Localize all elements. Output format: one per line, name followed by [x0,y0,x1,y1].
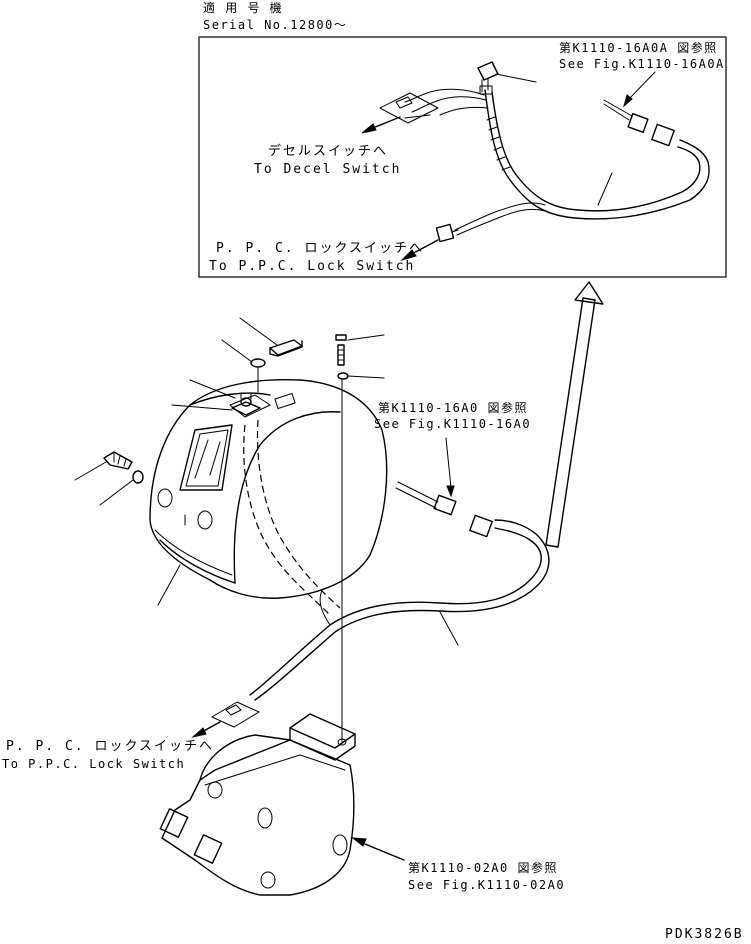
main-wiring-harness [249,519,550,701]
main-reference-1-arrowhead [446,485,455,498]
inset-ref-leader [627,71,656,101]
inset-reference-jp: 第K1110-16A0A 図参照 [559,40,718,55]
hidden-wiring-a [243,424,331,616]
decel-switch-label-jp: デセルスイッチへ [268,143,388,159]
main-ppc-arrowhead [191,727,207,738]
inset-reference-en: See Fig.K1110-16A0A [559,57,725,71]
main-reference-1-jp: 第K1110-16A0 図参照 [378,400,528,415]
main-reference-2-leader [359,841,405,861]
inset-ppc-connector [435,223,459,243]
inset-decel-wire-end [404,114,431,119]
main-ppc-label-jp: P. P. C. ロックスイッチへ [6,739,214,754]
switch-plate-leader [171,404,233,411]
washer-left [132,470,144,484]
inset-harness-leader [597,172,613,206]
washer-left-leader [99,479,134,506]
control-housing [159,734,355,896]
inset-right-connectors [603,99,675,147]
inset-decel-arrowhead [361,123,377,134]
main-reference-2-en: See Fig.K1110-02A0 [408,878,565,892]
mounting-bracket [289,713,356,761]
main-ppc-connector [211,701,260,728]
knob-leader [239,317,278,346]
console-leader [157,564,181,606]
main-reference-1-leader [445,437,452,489]
inset-detail-view: 第K1110-16A0A 図参照 See Fig.K1110-16A0A [198,36,727,278]
serial-number-label: Serial No.12800～ [203,18,347,32]
switch-knob [269,339,303,357]
switch-body [231,392,261,416]
main-reference-2-arrowhead [351,837,367,847]
main-ppc-label-en: To P.P.C. Lock Switch [2,757,185,771]
inset-ppc-label-en: To P.P.C. Lock Switch [209,259,415,274]
switch-leader [189,379,236,399]
inset-ppc-arrowhead [400,249,417,262]
inset-ppc-label-jp: P. P. C. ロックスイッチへ [216,241,424,256]
bolt-top [335,334,347,366]
main-right-connectors [395,481,493,538]
grommet [250,358,266,393]
grommet-leader [221,339,253,363]
inset-ref-arrowhead [623,94,633,108]
inset-decel-flag-connector [379,92,439,124]
inset-harness-connector [477,61,499,95]
main-reference-2-jp: 第K1110-02A0 図参照 [408,860,558,875]
bolt-left-leader [74,461,107,481]
detail-view-arrow [545,281,604,548]
inset-frame [198,36,727,278]
washer-top [337,372,349,380]
inset-wiring-harness [404,88,710,236]
hidden-wiring-b [256,419,341,609]
drawing-id: PDK3826B [665,927,744,942]
bolt-left [103,451,133,470]
main-harness-leader [439,611,459,646]
bolt-top-leader [347,334,385,341]
decel-switch-label-en: To Decel Switch [254,162,401,177]
applicable-serial-label-jp: 適 用 号 機 [203,0,283,15]
main-reference-1-en: See Fig.K1110-16A0 [374,417,531,431]
console-cover [149,378,388,599]
inset-connector-leader [495,73,537,83]
washer-top-leader [347,375,385,379]
